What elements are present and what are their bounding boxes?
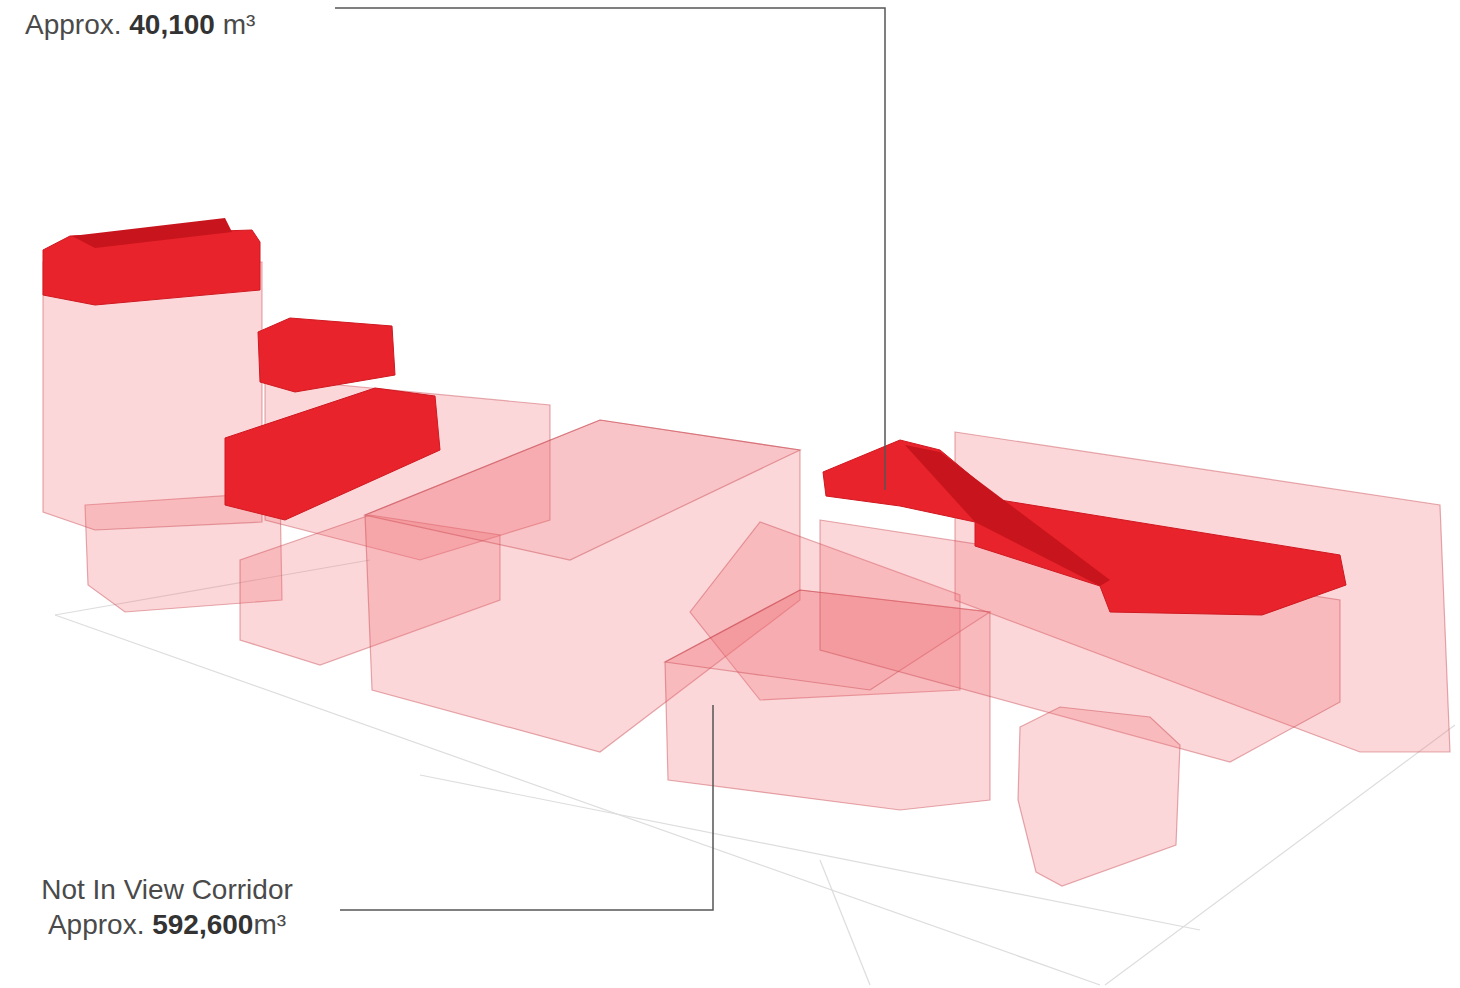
callout-label: Not In View Corridor: [8, 873, 326, 907]
right-massing: [820, 432, 1450, 886]
tower-massing: [43, 218, 282, 612]
leader-line: [335, 8, 885, 490]
callout-label: Approx. 40,100 m³: [25, 8, 255, 42]
callout-label: Approx. 592,600m³: [8, 908, 326, 942]
leader-line: [340, 705, 713, 910]
